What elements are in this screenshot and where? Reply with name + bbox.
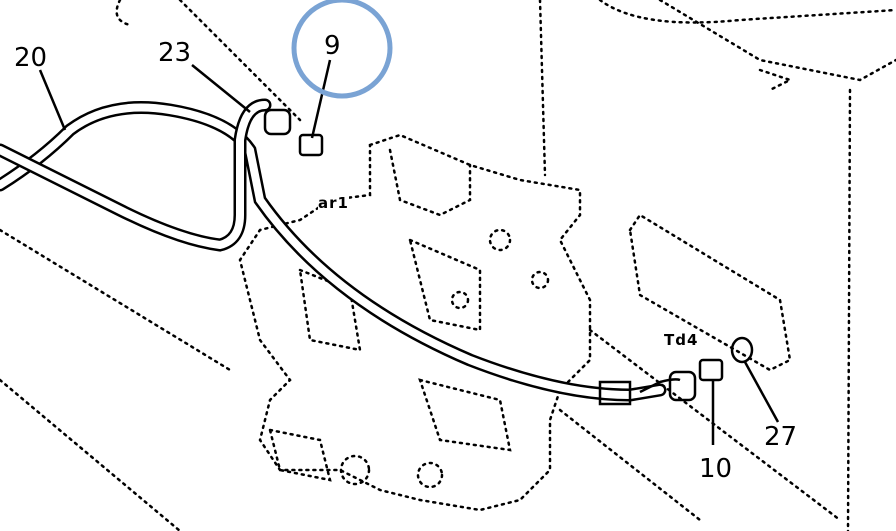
- callout-10: 10: [699, 454, 733, 484]
- port-label-ar1: ar1: [318, 194, 349, 212]
- highlight-circle: [291, 0, 393, 99]
- leader-lines: [38, 59, 780, 445]
- fittings: [263, 108, 754, 402]
- hose-20: [0, 98, 681, 406]
- callout-23: 23: [158, 38, 192, 68]
- control-valve: [238, 133, 592, 512]
- callout-20: 20: [14, 43, 48, 73]
- callout-27: 27: [764, 422, 798, 452]
- port-label-td4: Td4: [664, 331, 699, 349]
- callout-9[interactable]: 9: [324, 31, 341, 61]
